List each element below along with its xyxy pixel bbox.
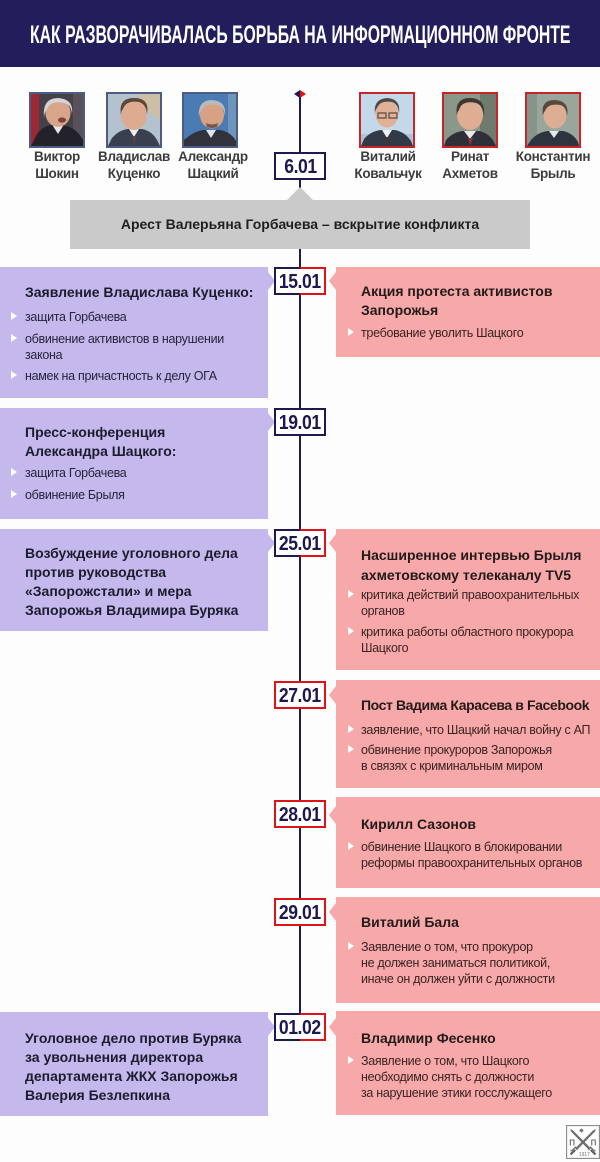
svg-text:П: П <box>591 1139 597 1148</box>
svg-text:1917: 1917 <box>579 1152 590 1158</box>
svg-text:❖: ❖ <box>579 1128 585 1135</box>
svg-text:П: П <box>569 1139 575 1148</box>
